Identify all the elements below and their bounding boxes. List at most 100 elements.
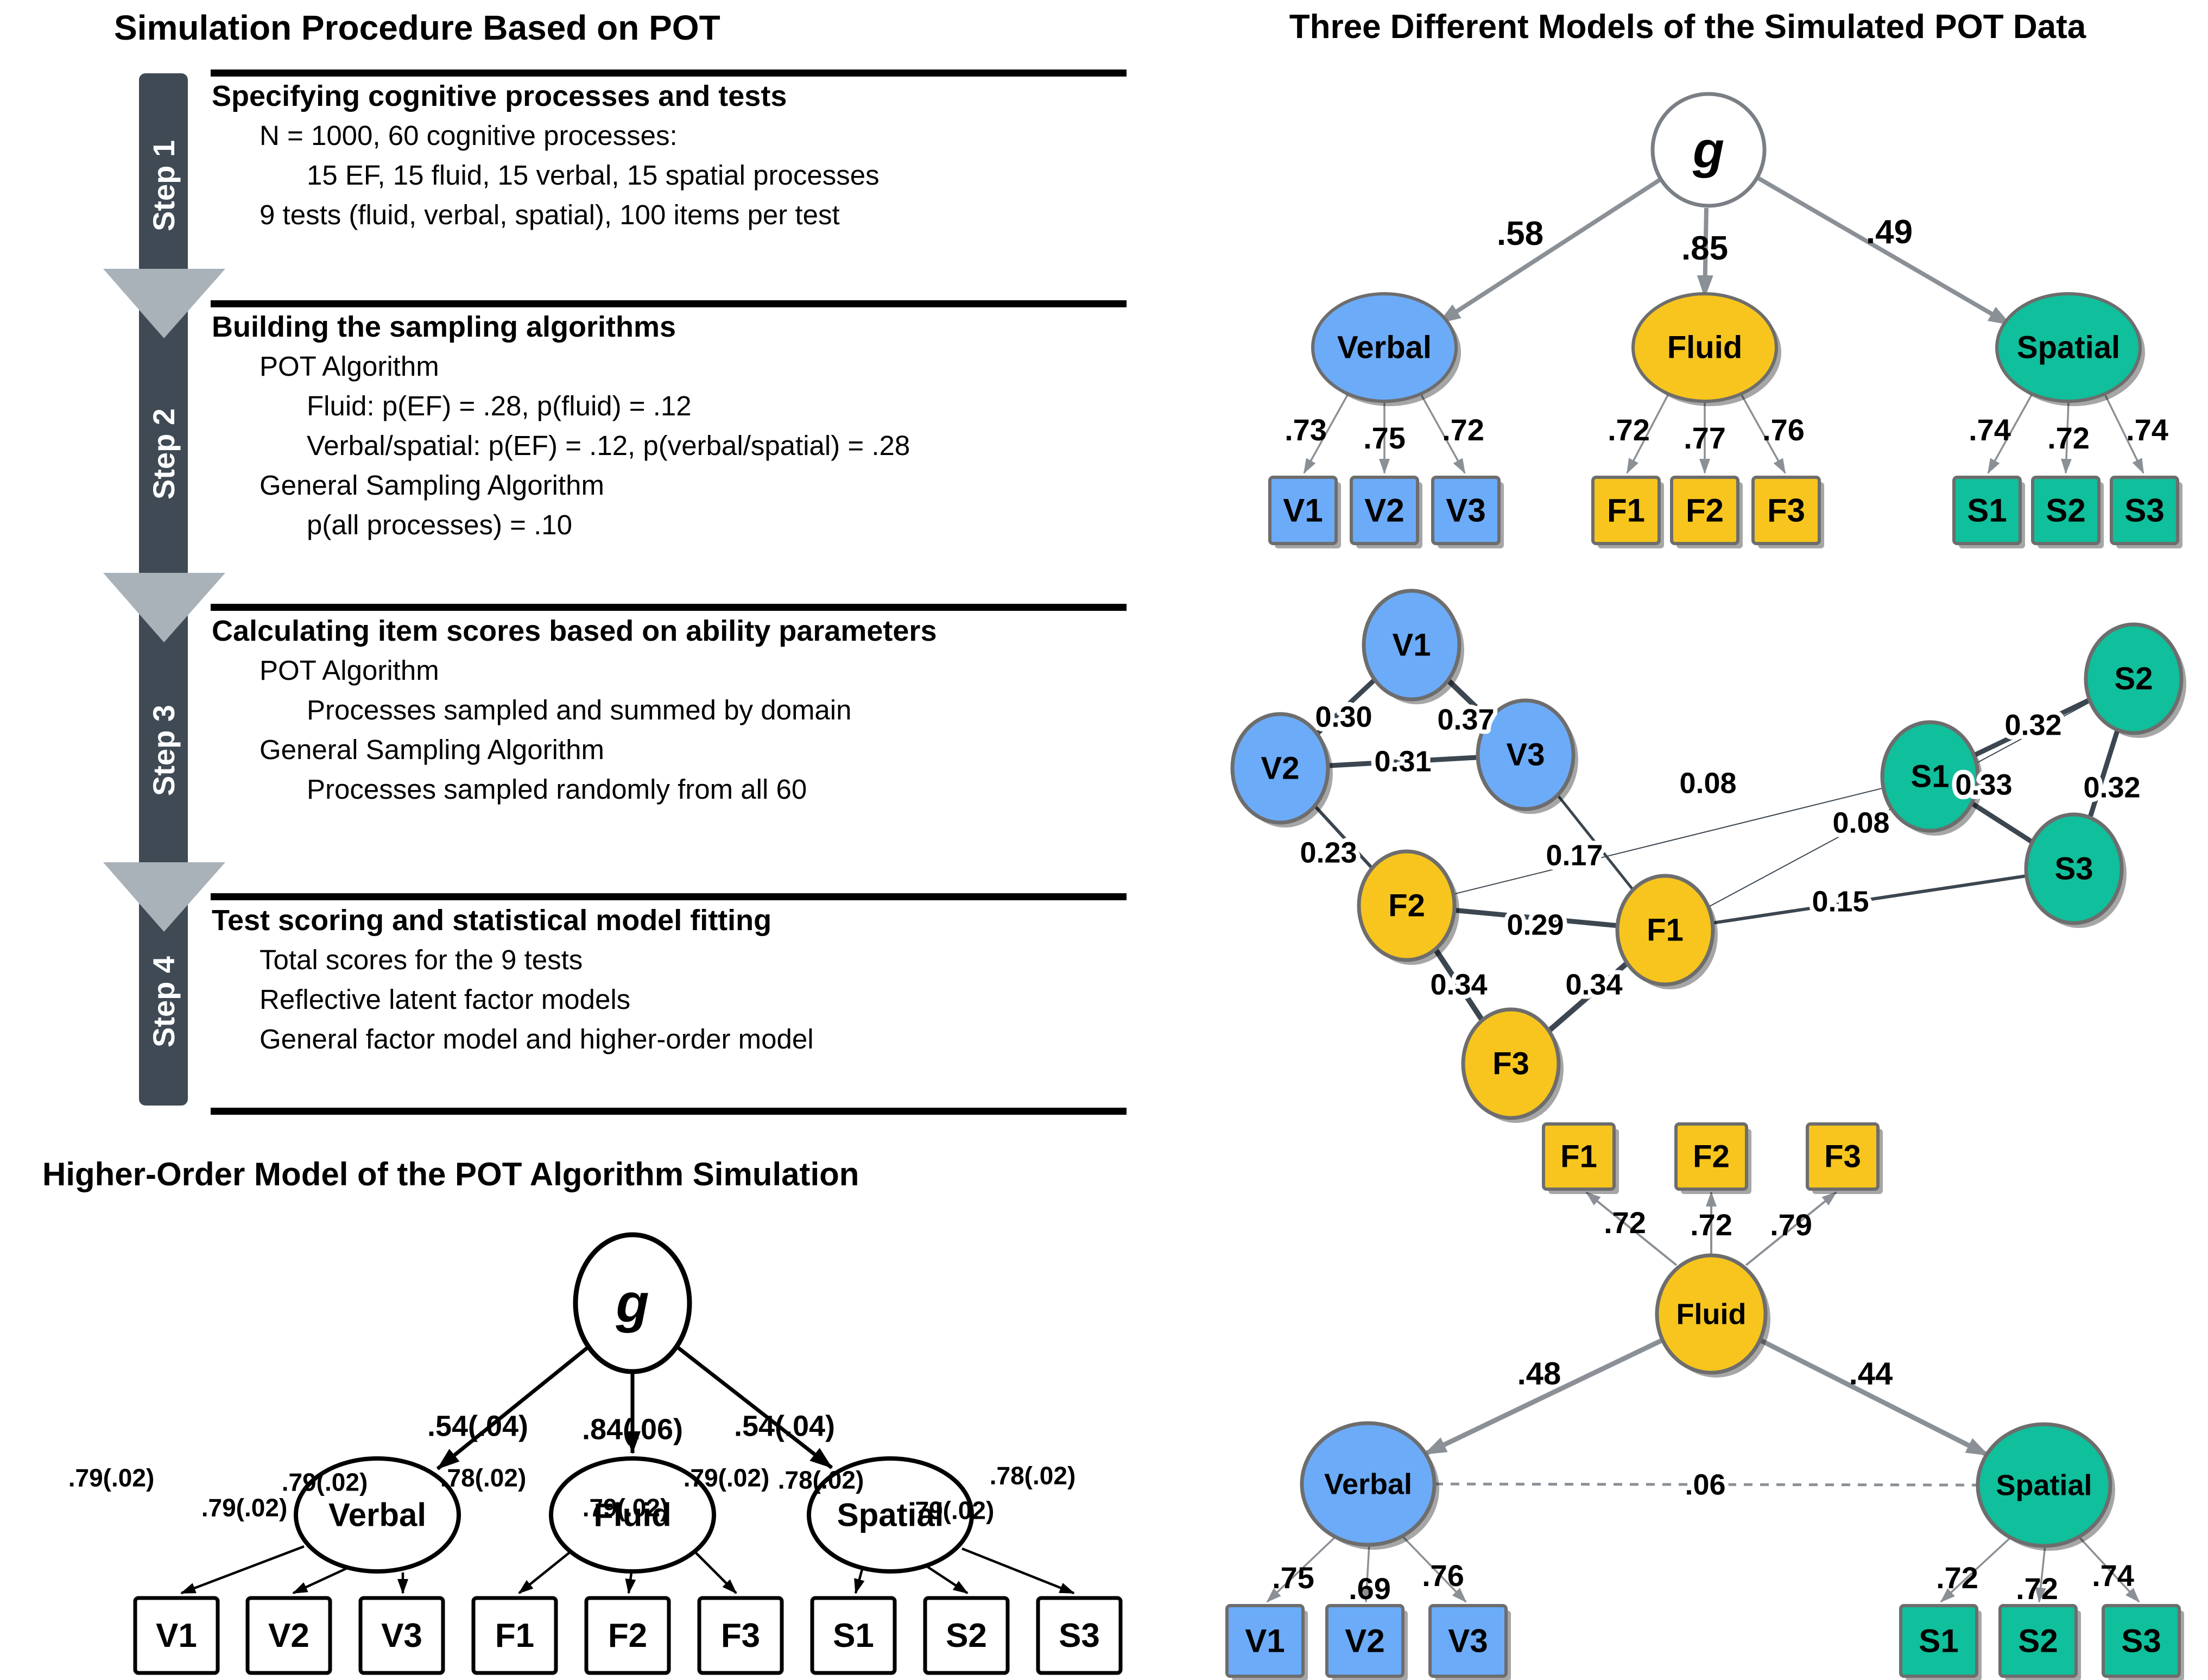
node-label: V1 xyxy=(156,1617,197,1654)
path-arrow xyxy=(1755,175,2012,327)
node-label: F3 xyxy=(1767,492,1805,528)
steps-flow-bar xyxy=(103,73,225,1106)
step-label-4: Step 4 xyxy=(146,956,181,1048)
loading-label: .76 xyxy=(1762,413,1805,447)
node-S1: S1 xyxy=(1952,476,2025,548)
node-S3: S3 xyxy=(2024,812,2127,928)
path-arrow xyxy=(2103,391,2144,474)
node-V3: V3 xyxy=(358,1596,445,1675)
path-arrow xyxy=(436,1346,589,1470)
loading-label: .78(.02) xyxy=(778,1466,864,1494)
step-line: Processes sampled randomly from all 60 xyxy=(307,774,807,805)
node-fluid: Fluid xyxy=(549,1456,716,1574)
edge-F2-S1 xyxy=(1406,776,1931,906)
node-label: F1 xyxy=(1607,492,1645,528)
node-V1: V1 xyxy=(1225,1604,1308,1680)
node-V3: V3 xyxy=(1428,1604,1511,1680)
loading-label: .48 xyxy=(1517,1356,1561,1392)
loading-label: 0.08 xyxy=(1832,806,1889,839)
node-label: V1 xyxy=(1393,628,1431,663)
path-arrow xyxy=(961,1547,1075,1595)
step-label-2: Step 2 xyxy=(146,408,181,500)
node-label: S3 xyxy=(1059,1617,1100,1654)
steps-rule xyxy=(211,70,1127,77)
node-verbal: Verbal xyxy=(1300,1421,1439,1550)
node-V2: V2 xyxy=(1230,712,1333,828)
node-fluid: Fluid xyxy=(1655,1253,1770,1378)
step-label-3: Step 3 xyxy=(146,704,181,797)
node-g: g xyxy=(1650,92,1767,208)
step-line: Processes sampled and summed by domain xyxy=(307,694,852,725)
node-V3: V3 xyxy=(1476,698,1578,814)
loading-label: .79(.02) xyxy=(282,1468,368,1496)
step-line: N = 1000, 60 cognitive processes: xyxy=(260,120,678,151)
node-label: V2 xyxy=(268,1617,309,1654)
loading-label: 0.32 xyxy=(2083,771,2140,804)
loading-label: .72 xyxy=(2016,1571,2058,1606)
step-arrow-icon xyxy=(103,862,225,932)
path-arrow xyxy=(1697,207,1713,298)
node-label: S3 xyxy=(2055,851,2093,887)
loading-label: .79 xyxy=(1770,1208,1812,1242)
steps-rule xyxy=(211,893,1127,900)
path-arrow xyxy=(180,1545,305,1595)
loading-label: .69 xyxy=(1349,1571,1391,1606)
node-V2: V2 xyxy=(1350,476,1422,548)
bottom-left-title: Higher-Order Model of the POT Algorithm … xyxy=(42,1156,859,1192)
step-line: 9 tests (fluid, verbal, spatial), 100 it… xyxy=(260,199,840,230)
node-label: V3 xyxy=(1446,492,1485,528)
node-label: Fluid xyxy=(593,1496,671,1533)
step-bar-segment xyxy=(139,305,188,603)
step-line: 15 EF, 15 fluid, 15 verbal, 15 spatial p… xyxy=(307,160,880,191)
loading-label: .72 xyxy=(1604,1205,1646,1240)
node-F2: F2 xyxy=(1357,849,1459,965)
path-arrow xyxy=(1401,1534,1467,1603)
loading-label: .75 xyxy=(1363,421,1406,455)
loading-label: .06 xyxy=(1685,1468,1725,1501)
node-label: V2 xyxy=(1345,1622,1384,1659)
path-arrow xyxy=(1437,177,1662,325)
step-line: General Sampling Algorithm xyxy=(260,734,604,765)
path-arrow xyxy=(1424,1337,1663,1457)
node-F2: F2 xyxy=(1670,476,1743,548)
step-line: POT Algorithm xyxy=(260,655,439,686)
step-line: General Sampling Algorithm xyxy=(260,470,604,501)
step-heading: Test scoring and statistical model fitti… xyxy=(212,904,772,937)
node-label: F2 xyxy=(1686,492,1724,528)
node-verbal: Verbal xyxy=(294,1456,461,1574)
node-F3: F3 xyxy=(1806,1122,1883,1194)
node-label: S3 xyxy=(2124,492,2164,528)
node-label: S2 xyxy=(946,1617,987,1654)
loading-label: .72 xyxy=(1608,413,1650,447)
node-label: F1 xyxy=(1647,913,1684,948)
loading-label: .76 xyxy=(1422,1558,1464,1593)
node-F2: F2 xyxy=(584,1596,671,1675)
loading-label: .73 xyxy=(1285,413,1327,447)
path-arrow xyxy=(1940,1536,2013,1603)
path-arrow xyxy=(1266,1536,1337,1603)
loading-label: 0.30 xyxy=(1315,700,1372,733)
node-F1: F1 xyxy=(1591,476,1664,548)
step-bar-segment xyxy=(139,609,188,892)
path-arrow xyxy=(1758,1337,1990,1458)
node-label: Spatial xyxy=(1996,1469,2092,1501)
node-label: S1 xyxy=(1967,492,2007,528)
node-spatial: Spatial xyxy=(807,1456,974,1574)
path-arrow xyxy=(1987,391,2034,474)
node-label: V1 xyxy=(1245,1622,1285,1659)
step-bar-segment xyxy=(139,73,188,299)
node-label: F3 xyxy=(1824,1139,1861,1174)
node-fluid: Fluid xyxy=(1631,292,1781,406)
loading-label: .77 xyxy=(1684,421,1726,455)
node-label: Fluid xyxy=(1667,330,1743,365)
node-V2: V2 xyxy=(245,1596,332,1675)
loading-label: .44 xyxy=(1849,1356,1893,1392)
step-heading: Building the sampling algorithms xyxy=(212,311,676,343)
node-S2: S2 xyxy=(2031,476,2104,548)
steps-rule xyxy=(211,1108,1127,1115)
node-S3: S3 xyxy=(2102,1604,2184,1680)
path-arrow xyxy=(1419,391,1466,474)
